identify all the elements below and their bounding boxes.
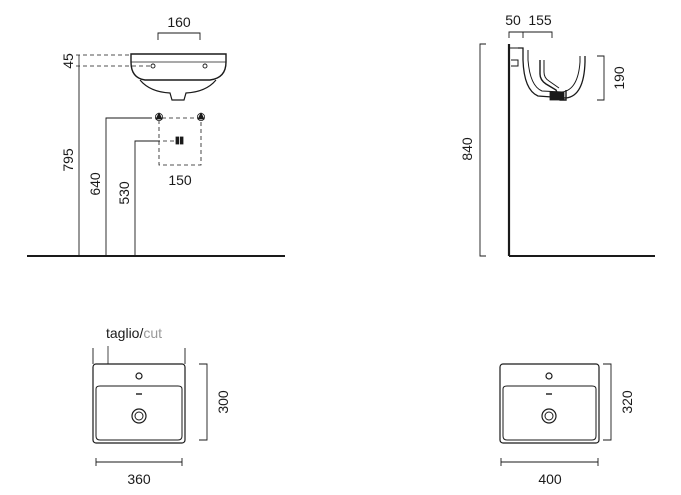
dim-bracket-360	[95, 458, 183, 466]
overflow-hole-left	[150, 63, 156, 69]
basin-side-inner	[527, 50, 581, 93]
tap-valve-icon	[154, 112, 163, 122]
wall-bracket	[511, 59, 519, 67]
drain-hole-icon	[541, 408, 557, 424]
drain-hole-inner-large	[544, 411, 554, 421]
dim-label-840: 840	[459, 137, 475, 161]
side-view	[479, 31, 655, 257]
cut-label: taglio/cut	[106, 325, 162, 341]
basin-plan-inner	[95, 385, 183, 441]
dim-label-530: 530	[116, 181, 132, 205]
dim-label-50: 50	[505, 12, 521, 28]
dim-label-320: 320	[619, 390, 635, 414]
dim-label-160: 160	[167, 14, 191, 30]
siphon-pipe-inner	[543, 60, 560, 89]
plan-view-large	[499, 363, 612, 466]
tap-hole-icon	[135, 372, 143, 380]
cut-label-part-a: taglio/	[106, 325, 143, 341]
plan-view-small	[92, 346, 208, 466]
drain-hole-inner	[134, 411, 144, 421]
dim-bracket-840	[479, 43, 486, 257]
basin-plan-outer-large	[499, 363, 600, 444]
tap-valve-icon	[196, 112, 205, 122]
dim-bracket-400	[500, 458, 599, 466]
dim-bracket-190	[597, 55, 605, 101]
basin-plan-outer	[92, 363, 186, 444]
dim-bracket-320	[603, 363, 612, 441]
dim-150-bracket	[158, 120, 202, 166]
drain-valve-icon	[175, 135, 184, 146]
front-view	[27, 32, 285, 257]
dim-bracket-50-155	[508, 31, 553, 38]
siphon-cap	[549, 91, 565, 101]
drain-hole-icon	[131, 408, 147, 424]
cut-label-part-b: cut	[143, 325, 162, 341]
dim-bracket-160	[157, 32, 201, 40]
basin-front-outline	[130, 53, 227, 81]
dim-label-190: 190	[611, 66, 627, 90]
basin-plan-inner-large	[502, 385, 597, 441]
dim-530-line	[134, 140, 160, 256]
overflow-hole-right	[202, 63, 208, 69]
dim-label-795: 795	[60, 148, 76, 172]
basin-side-section	[518, 47, 586, 99]
dim-label-150: 150	[168, 172, 192, 188]
dim-bracket-300	[199, 363, 208, 441]
basin-bowl-curve	[139, 79, 217, 101]
tap-hole-icon	[545, 372, 553, 380]
dim-label-155: 155	[528, 12, 552, 28]
dim-label-300: 300	[215, 390, 231, 414]
dim-label-45: 45	[60, 53, 76, 69]
dim-label-640: 640	[87, 172, 103, 196]
dim-label-360: 360	[127, 471, 151, 487]
dim-label-400: 400	[538, 471, 562, 487]
basin-plan-cut-line	[92, 348, 186, 364]
